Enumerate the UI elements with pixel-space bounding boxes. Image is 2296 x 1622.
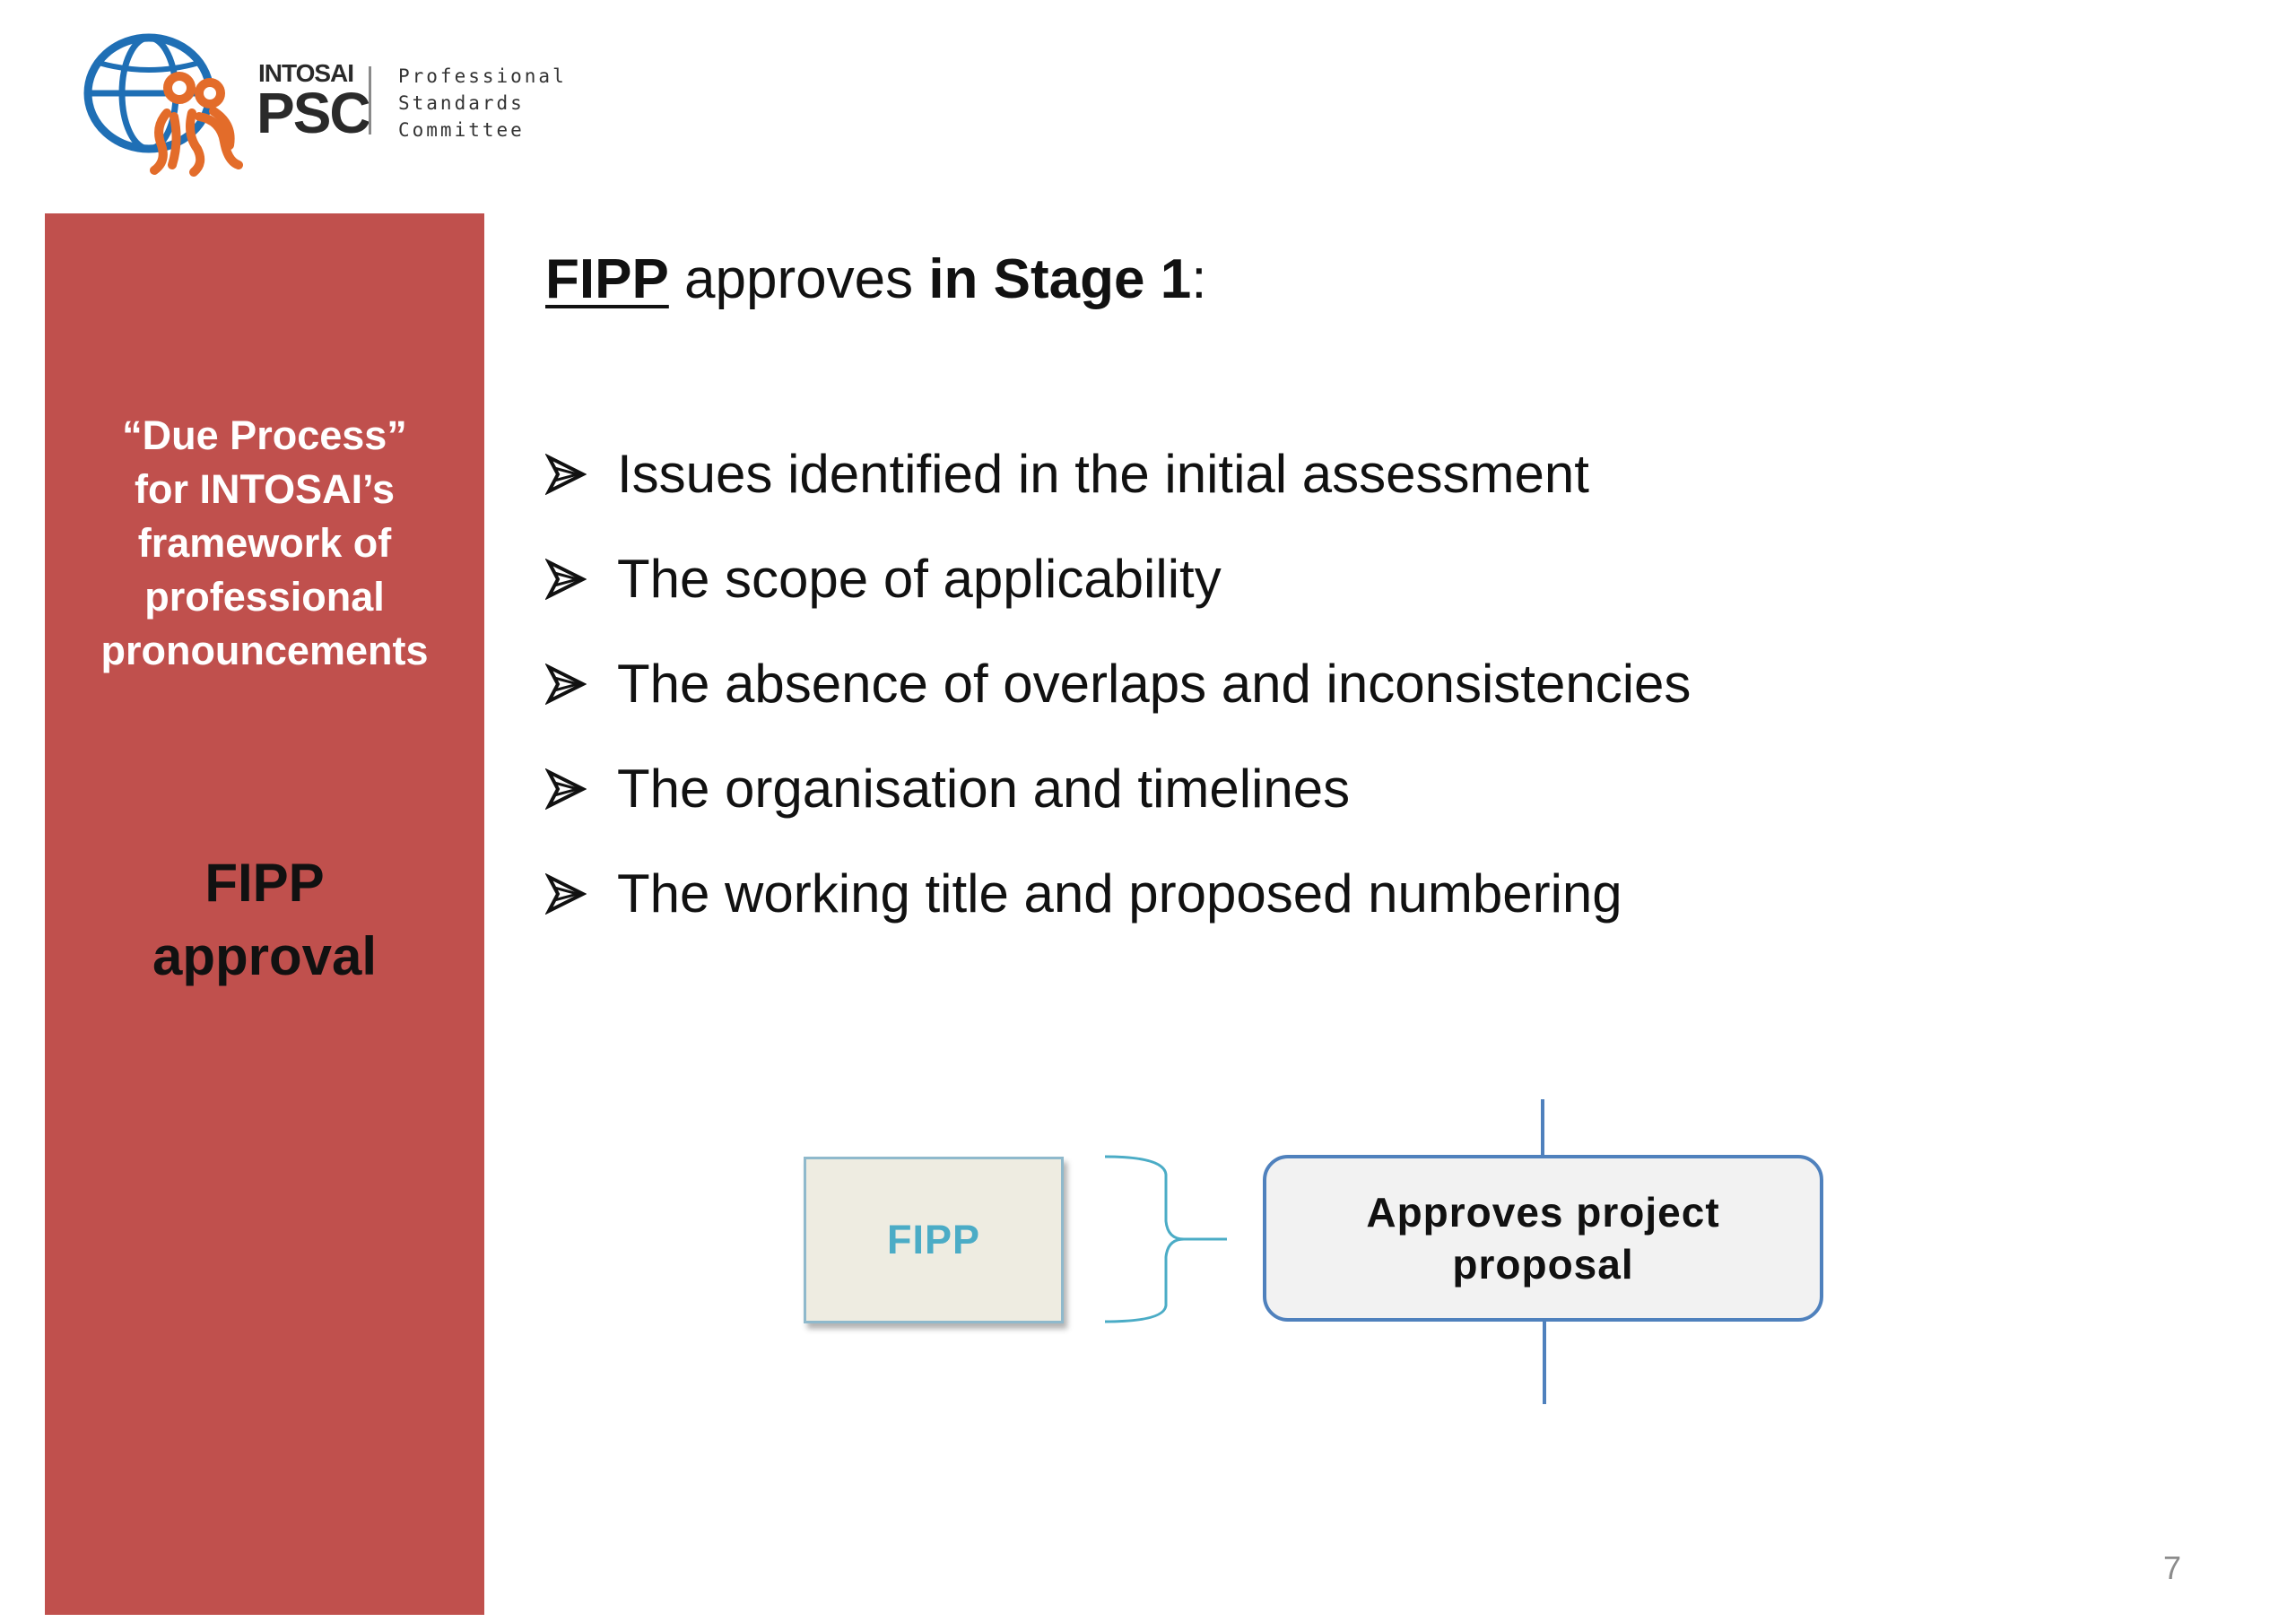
title-subject: FIPP [545, 248, 669, 310]
logo-subtitle-line: Professional [398, 65, 567, 87]
sidebar-heading-line: “Due Process” [122, 412, 407, 458]
sidebar-panel: “Due Process” for INTOSAI’s framework of… [45, 213, 484, 1615]
sidebar-heading: “Due Process” for INTOSAI’s framework of… [45, 409, 484, 678]
brace-connector [1104, 1155, 1227, 1323]
action-line: Approves project [1366, 1189, 1720, 1236]
sidebar-heading-line: pronouncements [100, 628, 429, 673]
action-box: Approves project proposal [1263, 1155, 1823, 1322]
action-line: proposal [1452, 1241, 1634, 1288]
arrow-bullet-icon [545, 768, 587, 810]
bullet-text: The absence of overlaps and inconsistenc… [617, 654, 1692, 714]
logo-acronym: PSC [257, 81, 371, 145]
sidebar-heading-line: for INTOSAI’s [134, 466, 396, 512]
slide-title: FIPP approves in Stage 1: [545, 244, 1206, 316]
bullet-text: The organisation and timelines [617, 759, 1351, 819]
bullet-text: The working title and proposed numbering [617, 863, 1622, 924]
globe-people-icon [83, 33, 243, 177]
sidebar-section-line: FIPP [204, 853, 325, 913]
title-colon: : [1191, 248, 1207, 310]
arrow-bullet-icon [545, 873, 587, 915]
arrow-bullet-icon [545, 454, 587, 495]
arrow-bullet-icon [545, 559, 587, 600]
bullet-text: The scope of applicability [617, 549, 1222, 609]
sidebar-heading-line: framework of [137, 520, 392, 566]
psc-logo: INTOSAI PSC Professional Standards Commi… [79, 30, 564, 183]
logo-org-name: INTOSAI [258, 59, 354, 87]
title-verb: approves [668, 248, 929, 310]
sidebar-section-title: FIPP approval [45, 846, 484, 993]
logo-subtitle-line: Committee [398, 119, 525, 141]
title-stage: in Stage 1 [928, 248, 1192, 310]
bullet-text: Issues identified in the initial assessm… [617, 444, 1589, 504]
actor-box: FIPP [804, 1157, 1064, 1323]
logo-subtitle: Professional Standards Committee [398, 63, 567, 143]
sidebar-section-line: approval [152, 926, 378, 986]
sidebar-heading-line: professional [144, 574, 385, 620]
arrow-bullet-icon [545, 664, 587, 705]
logo-subtitle-line: Standards [398, 92, 525, 114]
page-number: 7 [2163, 1549, 2182, 1586]
logo-divider [369, 66, 371, 134]
